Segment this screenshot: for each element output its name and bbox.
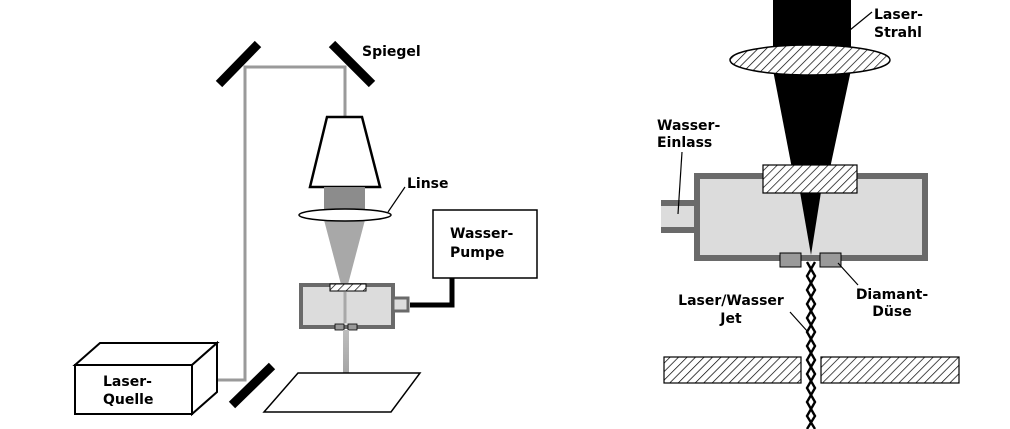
laser-beam-label-1: Laser- — [874, 7, 923, 23]
workpiece — [262, 372, 422, 413]
laser-beam-pointer — [849, 11, 873, 31]
chamber-window-hatched — [762, 164, 858, 194]
laser-water-jet — [805, 261, 817, 429]
objective-housing — [308, 115, 382, 189]
mirror-bottom — [228, 362, 276, 409]
chamber-inlet — [391, 296, 410, 313]
focusing-lens — [729, 44, 891, 76]
lens — [298, 208, 392, 222]
mirror-label: Spiegel — [362, 44, 421, 60]
left-setup: Laser- Quelle Spiegel Linse Wasser- Pump… — [72, 40, 538, 417]
diamond-nozzle-left — [779, 252, 802, 268]
beam-path — [208, 65, 347, 382]
right-detail: Laser- Strahl Wasser- Einlass Diamant- D… — [657, 0, 960, 429]
jet-label-2: Jet — [719, 311, 742, 327]
diamond-nozzle-label-1: Diamant- — [856, 287, 929, 303]
diamond-nozzle-label-2: Düse — [872, 304, 911, 320]
chamber-cone — [800, 192, 821, 255]
water-pump-label-1: Wasser- — [450, 226, 513, 242]
water-pump-label-2: Pumpe — [450, 245, 504, 261]
jet-label-1: Laser/Wasser — [678, 293, 784, 309]
water-inlet-pointer — [677, 151, 683, 215]
workpiece-bar-left — [663, 356, 802, 384]
chamber-nozzle-left — [334, 323, 345, 331]
mirror-top-right — [328, 40, 376, 88]
diamond-nozzle-pointer — [837, 262, 859, 286]
laser-source-box: Laser- Quelle — [72, 340, 220, 417]
chamber-nozzle-right — [347, 323, 358, 331]
workpiece-bar-right — [820, 356, 960, 384]
focused-cone — [324, 220, 365, 292]
laser-beam-label-2: Strahl — [874, 25, 922, 41]
lens-label: Linse — [407, 176, 449, 192]
water-pump-box — [432, 209, 538, 279]
water-inlet-label-1: Wasser- — [657, 118, 720, 134]
mirror-top-left — [215, 40, 262, 88]
chamber-window — [329, 283, 367, 292]
diamond-nozzle-right — [819, 252, 842, 268]
laser-source-label-2: Quelle — [103, 392, 153, 408]
water-jet — [343, 330, 349, 385]
laser-source-label-1: Laser- — [103, 374, 152, 390]
water-hose — [410, 278, 455, 308]
water-inlet-label-2: Einlass — [657, 135, 712, 151]
jet-pointer — [789, 311, 809, 333]
lens-pointer — [387, 186, 406, 213]
